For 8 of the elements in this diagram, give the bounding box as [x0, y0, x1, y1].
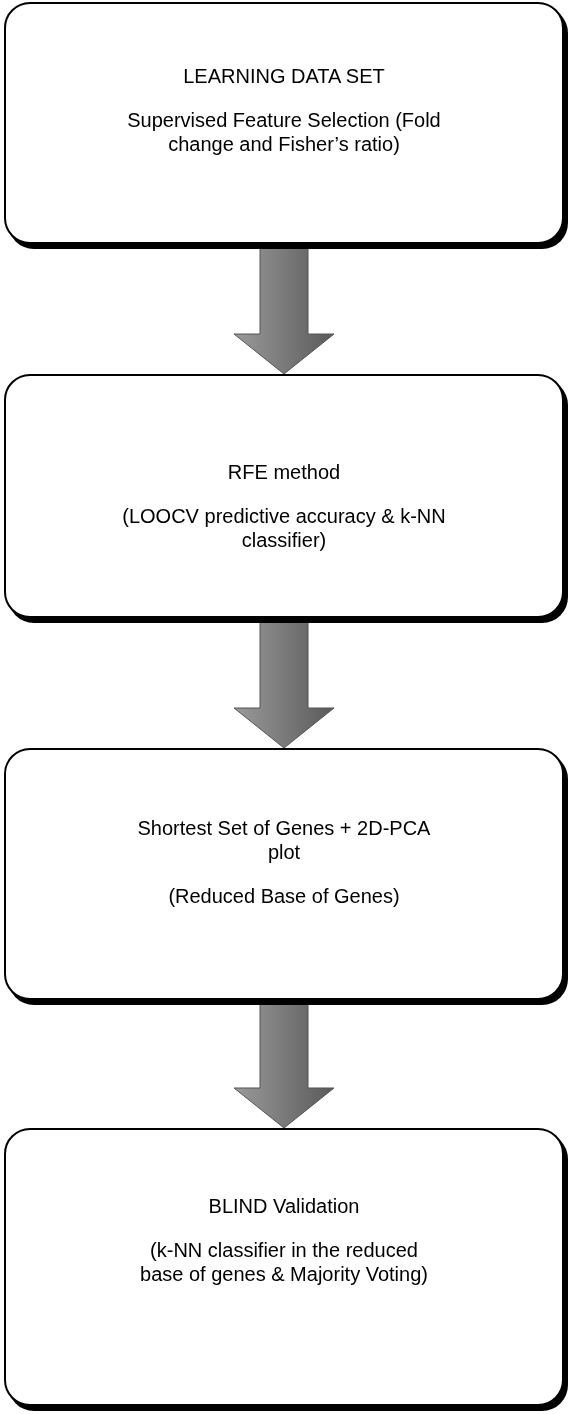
box-heading: LEARNING DATA SET	[183, 64, 385, 88]
box-description: (Reduced Base of Genes)	[168, 884, 400, 908]
box-description: (k-NN classifier in the reduced base of genes & Majority Voting)	[139, 1238, 429, 1286]
box-heading: BLIND Validation	[208, 1194, 360, 1218]
box-heading: RFE method	[227, 460, 341, 484]
box-heading: Shortest Set of Genes + 2D-PCA plot	[136, 816, 432, 864]
box-description: (LOOCV predictive accuracy & k-NN classifier)	[121, 504, 447, 552]
box-description: Supervised Feature Selection (Fold change and Fisher’s ratio)	[126, 108, 442, 156]
